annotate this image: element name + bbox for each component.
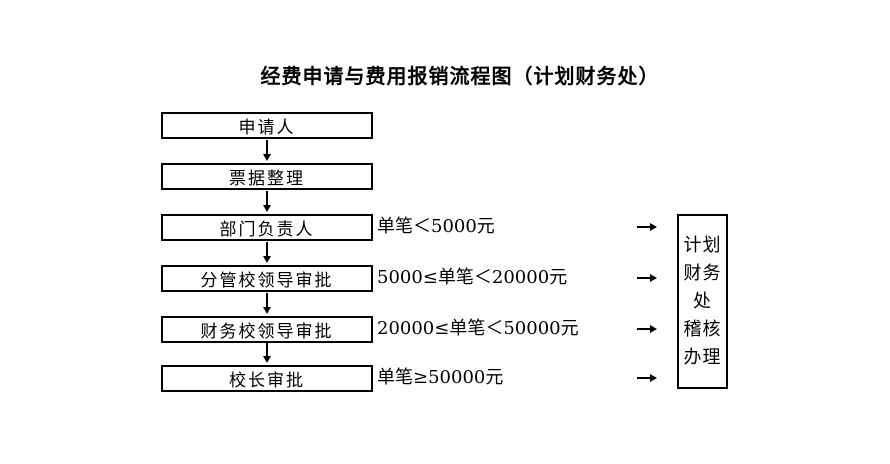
destination-text-line: 计划 xyxy=(683,234,722,256)
destination-text-line: 办理 xyxy=(683,346,722,368)
step-label: 票据整理 xyxy=(229,169,305,189)
down-arrow-icon xyxy=(260,242,274,263)
condition-label: 单笔＜5000元 xyxy=(377,216,495,237)
step-label: 申请人 xyxy=(238,118,296,138)
right-arrow-icon xyxy=(637,373,657,383)
destination-text-line: 财务 xyxy=(683,262,722,284)
down-arrow-icon xyxy=(260,293,274,314)
flow-step-department-head: 部门负责人 xyxy=(161,214,373,241)
step-label: 部门负责人 xyxy=(219,220,315,240)
down-arrow-icon xyxy=(260,342,274,363)
destination-text-line: 处 xyxy=(693,290,712,312)
right-arrow-icon xyxy=(637,324,657,334)
down-arrow-icon xyxy=(260,140,274,161)
right-arrow-icon xyxy=(637,273,657,283)
flow-step-invoice-sorting: 票据整理 xyxy=(161,163,373,190)
step-label: 校长审批 xyxy=(229,371,305,391)
destination-box-finance-office: 计划 财务 处 稽核 办理 xyxy=(677,214,728,389)
right-arrow-icon xyxy=(637,222,657,232)
step-label: 财务校领导审批 xyxy=(200,322,334,342)
condition-label: 20000≤单笔＜50000元 xyxy=(377,318,579,339)
down-arrow-icon xyxy=(260,191,274,212)
diagram-title: 经费申请与费用报销流程图（计划财务处） xyxy=(260,64,660,88)
flow-step-applicant: 申请人 xyxy=(161,112,373,139)
condition-label: 5000≤单笔＜20000元 xyxy=(377,267,568,288)
flow-step-vice-president-approval: 分管校领导审批 xyxy=(161,265,373,292)
flow-step-finance-leader-approval: 财务校领导审批 xyxy=(161,316,373,343)
condition-label: 单笔≥50000元 xyxy=(377,367,504,388)
destination-text-line: 稽核 xyxy=(683,318,722,340)
step-label: 分管校领导审批 xyxy=(200,271,334,291)
flow-step-president-approval: 校长审批 xyxy=(161,365,373,392)
